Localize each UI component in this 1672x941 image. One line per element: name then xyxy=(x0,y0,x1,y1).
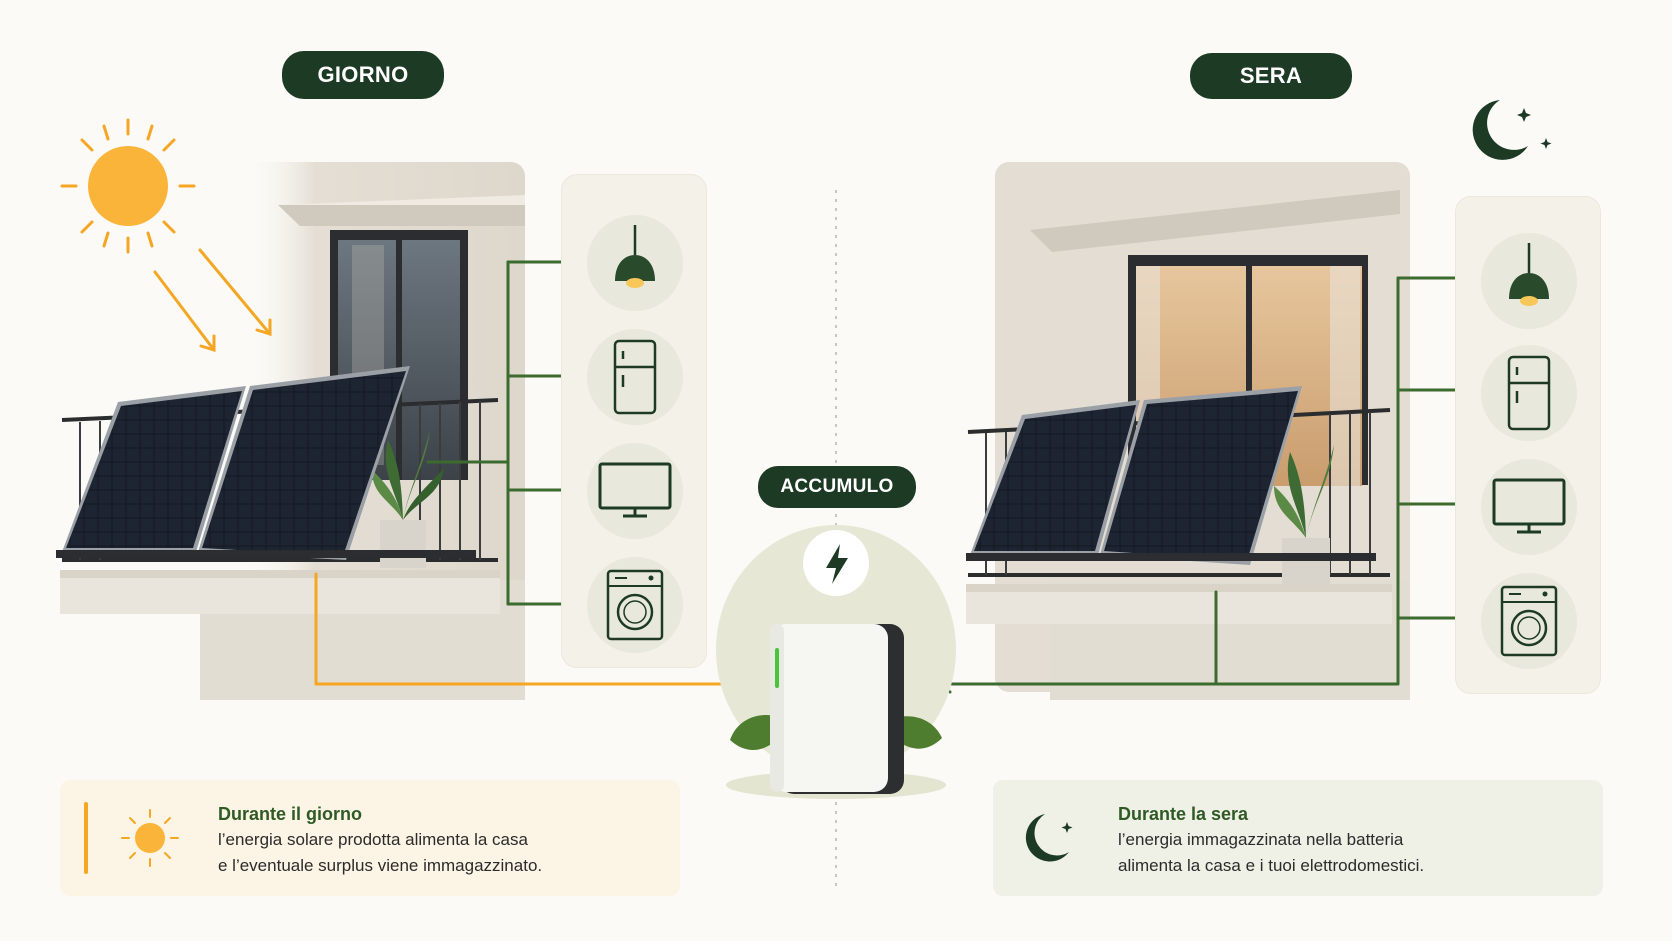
fridge-icon xyxy=(613,339,657,415)
evening-label: SERA xyxy=(1190,53,1352,99)
sun-small-icon xyxy=(121,809,179,867)
evening-caption-line2: alimenta la casa e i tuoi elettrodomesti… xyxy=(1118,856,1425,875)
day-caption-line1: l’energia solare prodotta alimenta la ca… xyxy=(218,830,528,849)
lamp-icon xyxy=(1509,243,1549,306)
storage-label: ACCUMULO xyxy=(758,466,916,508)
day-appliance-panel xyxy=(561,174,707,668)
day-lamp-circle xyxy=(587,215,683,311)
day-caption-title: Durante il giorno xyxy=(218,804,362,824)
bolt-icon xyxy=(803,530,869,596)
sun-icon xyxy=(60,118,196,254)
tv-icon xyxy=(598,462,672,518)
evening-fridge-circle xyxy=(1481,345,1577,441)
day-caption-line2: e l’eventuale surplus viene immagazzinat… xyxy=(218,856,543,875)
evening-washer-circle xyxy=(1481,573,1577,669)
washing-machine-icon xyxy=(606,569,664,641)
washing-machine-icon xyxy=(1500,585,1558,657)
day-label: GIORNO xyxy=(282,51,444,99)
lamp-icon xyxy=(615,225,655,288)
day-fridge-circle xyxy=(587,329,683,425)
moon-small-icon xyxy=(1025,814,1073,862)
day-building xyxy=(56,162,525,700)
evening-caption-title: Durante la sera xyxy=(1118,804,1249,824)
day-tv-circle xyxy=(587,443,683,539)
day-caption-accent xyxy=(84,802,88,874)
sunlight-arrows xyxy=(153,248,272,353)
evening-lamp-circle xyxy=(1481,233,1577,329)
moon-icon xyxy=(1472,100,1552,160)
battery-unit xyxy=(716,525,956,799)
evening-building xyxy=(966,162,1410,700)
tv-icon xyxy=(1492,478,1566,534)
fridge-icon xyxy=(1507,355,1551,431)
evening-appliance-panel xyxy=(1455,196,1601,694)
evening-caption-box: Durante la sera l’energia immagazzinata … xyxy=(993,780,1603,896)
day-washer-circle xyxy=(587,557,683,653)
day-caption-box: Durante il giorno l’energia solare prodo… xyxy=(60,780,680,896)
evening-tv-circle xyxy=(1481,459,1577,555)
evening-caption-line1: l’energia immagazzinata nella batteria xyxy=(1118,830,1404,849)
